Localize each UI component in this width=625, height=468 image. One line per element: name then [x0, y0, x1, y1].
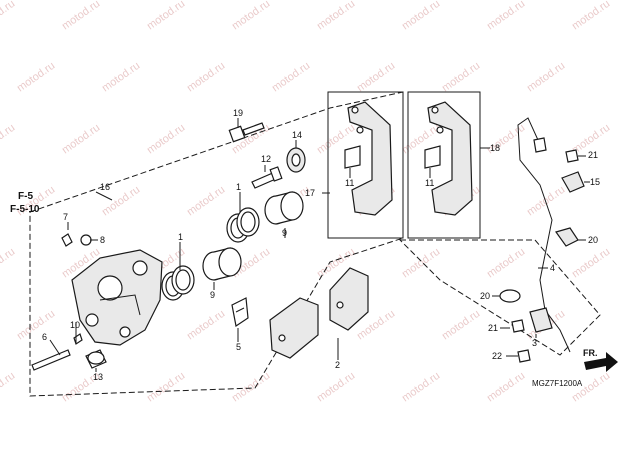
- piston-upper: [264, 191, 304, 225]
- watermark-text: motod.ru: [440, 308, 482, 343]
- sensor-assembly-outline: [398, 239, 601, 356]
- watermark-text: motod.ru: [185, 184, 227, 219]
- watermark-text: motod.ru: [0, 0, 17, 32]
- bolt-22: [517, 349, 531, 363]
- caliper-body: [71, 249, 163, 346]
- callout-22: 22: [492, 351, 502, 361]
- front-direction-arrow: [584, 352, 618, 372]
- watermark-text: motod.ru: [145, 370, 187, 405]
- callout-20-lower: 20: [480, 291, 490, 301]
- watermark-text: motod.ru: [315, 0, 357, 32]
- callout-11-right: 11: [425, 178, 434, 188]
- callout-21-lower: 21: [488, 323, 498, 333]
- callout-8: 8: [100, 235, 105, 245]
- sensor-3: [529, 307, 553, 333]
- callout-5: 5: [236, 342, 241, 352]
- callout-21-upper: 21: [588, 150, 598, 160]
- bolt-19: [228, 122, 265, 143]
- bleeder-7: [61, 233, 73, 247]
- watermark-text: motod.ru: [355, 60, 397, 95]
- bolt-21-upper: [565, 149, 579, 163]
- callout-18: 18: [490, 143, 500, 153]
- callout-11-left: 11: [345, 178, 354, 188]
- callout-17: 17: [305, 188, 315, 198]
- callout-4: 4: [550, 263, 555, 273]
- watermark-text: motod.ru: [15, 60, 57, 95]
- sensor-cable-4: [517, 117, 571, 353]
- watermark-text: motod.ru: [570, 0, 612, 32]
- callout-16: 16: [100, 182, 110, 192]
- callout-7: 7: [63, 212, 68, 222]
- bracket-box-17: [327, 91, 404, 239]
- callout-6: 6: [42, 332, 47, 342]
- callout-3: 3: [532, 338, 537, 348]
- piston-lower: [202, 247, 242, 281]
- watermark-text: motod.ru: [400, 0, 442, 32]
- callout-2: 2: [335, 360, 340, 370]
- watermark-text: motod.ru: [400, 370, 442, 405]
- callout-9-lower: 9: [210, 290, 215, 300]
- pad-spring-5: [231, 297, 249, 328]
- watermark-text: motod.ru: [185, 308, 227, 343]
- clip-10: [73, 333, 83, 345]
- callout-20-upper: 20: [588, 235, 598, 245]
- watermark-text: motod.ru: [485, 0, 527, 32]
- watermark-text: motod.ru: [185, 60, 227, 95]
- callout-10: 10: [70, 320, 80, 330]
- callout-1-upper: 1: [236, 182, 241, 192]
- callout-9-upper: 9: [282, 228, 287, 238]
- watermark-text: motod.ru: [270, 60, 312, 95]
- watermark-text: motod.ru: [145, 122, 187, 157]
- watermark-text: motod.ru: [400, 246, 442, 281]
- watermark-text: motod.ru: [0, 246, 17, 281]
- plug-13: [85, 349, 107, 369]
- callout-14: 14: [292, 130, 302, 140]
- bracket-17: [344, 101, 393, 216]
- callout-13: 13: [93, 372, 103, 382]
- pin-6: [31, 349, 71, 371]
- drawing-code: MGZ7F1200A: [532, 379, 583, 388]
- brake-pads-2: [269, 267, 369, 359]
- watermark-text: motod.ru: [60, 122, 102, 157]
- leader-lines: [49, 118, 590, 372]
- clamp-15: [561, 171, 585, 193]
- watermark-text: motod.ru: [0, 370, 17, 405]
- watermark-text: motod.ru: [440, 60, 482, 95]
- watermark-text: motod.ru: [485, 246, 527, 281]
- boot-14: [286, 147, 306, 173]
- callout-15: 15: [590, 177, 600, 187]
- watermark-text: motod.ru: [15, 308, 57, 343]
- callout-12: 12: [261, 154, 271, 164]
- bracket-18: [424, 101, 473, 216]
- clamp-20-upper: [555, 227, 579, 247]
- frame-ref-f5-10: F-5-10: [10, 204, 40, 215]
- caliper-assembly-outline: [29, 91, 404, 397]
- watermark-text: motod.ru: [315, 370, 357, 405]
- callout-1-lower: 1: [178, 232, 183, 242]
- bolt-21-lower: [511, 319, 525, 333]
- watermark-text: motod.ru: [525, 60, 567, 95]
- clamp-20-lower: [499, 289, 521, 303]
- callout-19: 19: [233, 108, 243, 118]
- frame-ref-f5: F-5: [18, 191, 33, 202]
- watermark-text: motod.ru: [0, 122, 17, 157]
- pin-12: [251, 166, 283, 189]
- watermark-text: motod.ru: [60, 0, 102, 32]
- seal-set-upper: [226, 207, 260, 243]
- watermark-text: motod.ru: [100, 60, 142, 95]
- watermark-text: motod.ru: [145, 0, 187, 32]
- seal-set-lower: [161, 265, 195, 301]
- bracket-box-18: [407, 91, 481, 239]
- cap-8: [80, 234, 92, 246]
- watermark-text: motod.ru: [570, 246, 612, 281]
- watermark-text: motod.ru: [230, 0, 272, 32]
- front-direction-label: FR.: [583, 348, 598, 358]
- watermark-text: motod.ru: [230, 370, 272, 405]
- watermark-text: motod.ru: [485, 370, 527, 405]
- watermark-text: motod.ru: [525, 184, 567, 219]
